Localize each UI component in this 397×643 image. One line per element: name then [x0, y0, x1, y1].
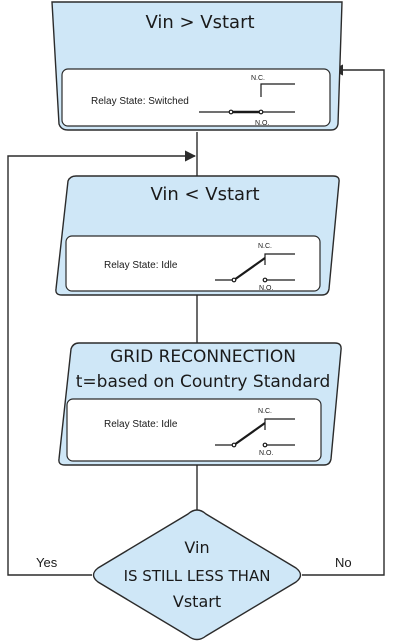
step2-nc-label: N.C. [258, 243, 272, 250]
step2-title: Vin < Vstart [150, 184, 259, 205]
decision-line2: IS STILL LESS THAN [124, 567, 271, 585]
decision-vin-still-less: Vin IS STILL LESS THAN Vstart [92, 509, 302, 641]
step-vin-less-vstart: Vin < Vstart Relay State: Idle N.C. N.O. [55, 175, 340, 296]
step2-relay-state: Relay State: Idle [104, 260, 178, 271]
step1-nc-label: N.C. [251, 75, 265, 82]
no-branch-label: No [335, 555, 352, 570]
step3-nc-label: N.C. [258, 408, 272, 415]
step-vin-greater-vstart: Vin > Vstart Relay State: Switched N.C. … [51, 1, 343, 131]
step3-title-line1: GRID RECONNECTION [110, 347, 296, 367]
step3-no-label: N.O. [259, 450, 273, 457]
yes-loop-arrow [7, 150, 197, 576]
decision-diamond [92, 509, 302, 641]
step1-title: Vin > Vstart [145, 12, 254, 33]
step3-title-line2: t=based on Country Standard [76, 372, 331, 392]
yes-branch-label: Yes [36, 555, 58, 570]
step2-no-label: N.O. [259, 285, 273, 292]
no-loop-arrow [302, 64, 385, 576]
step3-relay-box [66, 398, 322, 462]
step1-relay-state: Relay State: Switched [91, 96, 189, 107]
step1-no-label: N.O. [255, 120, 269, 127]
decision-line3: Vstart [173, 592, 221, 611]
step3-relay-switch-icon [215, 418, 295, 448]
decision-line1: Vin [184, 538, 209, 557]
step1-relay-switch-icon [199, 83, 295, 115]
connectors [7, 64, 385, 576]
step3-relay-state: Relay State: Idle [104, 419, 178, 430]
step-grid-reconnection: GRID RECONNECTION t=based on Country Sta… [58, 342, 342, 466]
step2-relay-box [65, 235, 321, 292]
step2-relay-switch-icon [215, 253, 295, 283]
